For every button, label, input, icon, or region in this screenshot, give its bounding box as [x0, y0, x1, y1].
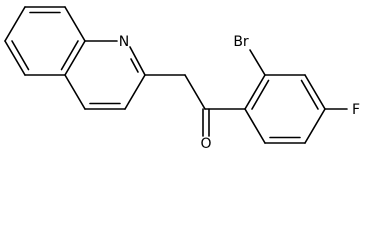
bromofluorophenyl-ring — [244, 49, 348, 144]
molecule-structure: N Br O F — [4, 6, 360, 151]
oxygen-label: O — [200, 136, 211, 151]
fluorine-label: F — [352, 102, 360, 118]
bromine-label: Br — [233, 34, 249, 50]
atom-labels: N Br O F — [119, 34, 360, 151]
quinoline-benzo-ring — [4, 6, 86, 76]
quinoline-pyridine-ring — [64, 40, 146, 110]
nitrogen-label: N — [119, 34, 129, 50]
ketone-linker — [144, 74, 246, 137]
